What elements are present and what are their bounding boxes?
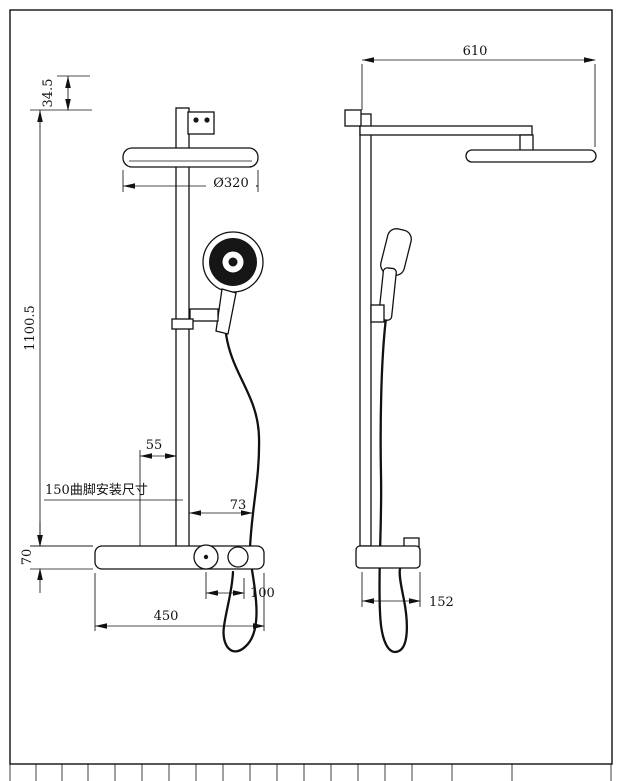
riser-pipe-side (359, 113, 372, 547)
dimension-arm-reach: 610 (361, 44, 596, 147)
knob-center-dot (203, 554, 209, 560)
dim-foot-note-label: 150曲脚安装尺寸 (45, 482, 148, 498)
shower-hose-front (222, 332, 261, 653)
shower-holder-side (370, 304, 385, 323)
dimension-total-height: 1100.5 (23, 110, 93, 547)
dim-hose-to-pipe-label: 73 (230, 498, 247, 513)
front-view (94, 107, 265, 653)
holder-collar-front (171, 318, 194, 330)
hand-shower-handle-front (215, 288, 237, 335)
dimension-head-diameter: Ø320 (122, 170, 259, 192)
drawing-frame (9, 9, 613, 765)
shower-arm-side (359, 125, 533, 136)
dimension-bar-height: 70 (20, 522, 93, 593)
dim-top-offset-label: 34.5 (41, 79, 56, 108)
rain-shower-head-side (465, 149, 597, 163)
dimension-bar-depth: 152 (361, 572, 454, 610)
dim-total-height-label: 1100.5 (23, 305, 38, 351)
shower-holder-front (189, 308, 219, 322)
dimension-bar-width: 450 (94, 573, 265, 631)
dimension-outlet-offset: 100 (205, 572, 275, 601)
bracket-screw-icon (204, 117, 210, 123)
dimension-top-offset: 34.5 (30, 75, 92, 111)
dimension-riser-offset: 55 (139, 438, 177, 546)
dimension-hose-to-pipe: 73 (189, 498, 253, 516)
side-view (344, 109, 597, 654)
mixer-right-knob (227, 546, 249, 568)
dim-outlet-offset-label: 100 (250, 586, 275, 601)
dim-bar-depth-label: 152 (429, 595, 454, 610)
hand-shower-front (202, 231, 264, 293)
mixer-bar-front (94, 545, 265, 570)
dimension-foot-note: 150曲脚安装尺寸 (44, 482, 183, 501)
dim-riser-offset-label: 55 (146, 438, 163, 453)
head-stem-side (519, 134, 534, 152)
dim-arm-reach-label: 610 (463, 44, 488, 59)
title-block-ticks (9, 764, 612, 781)
bracket-screw-icon (193, 117, 199, 123)
rain-shower-head-front (122, 147, 259, 168)
top-bracket-front (187, 111, 215, 135)
dim-head-diameter-label: Ø320 (213, 176, 248, 191)
mixer-bar-side (355, 545, 421, 569)
dim-bar-height-label: 70 (20, 549, 35, 566)
shower-hose-side (378, 316, 408, 654)
dim-bar-width-label: 450 (154, 609, 179, 624)
wall-bracket-side (344, 109, 362, 127)
